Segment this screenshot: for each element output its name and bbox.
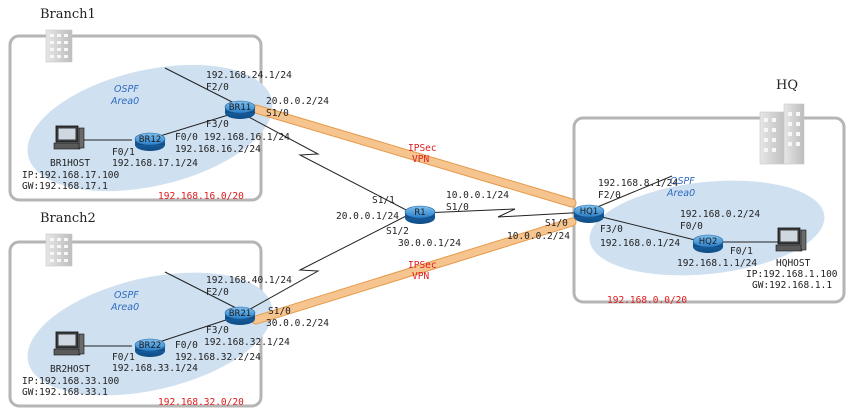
br21-f30-ip: 192.168.32.1/24: [204, 337, 290, 348]
br12-f00-if: F0/0: [175, 132, 198, 143]
br11-f20-if: F2/0: [206, 82, 229, 93]
ipsec-tunnel-branch1-hq-fill: [252, 105, 576, 207]
router-r1-label: R1: [414, 208, 425, 218]
link-br21-f20: [164, 271, 241, 311]
hq1-s10-if: S1/0: [545, 218, 568, 229]
hq-title: HQ: [776, 78, 798, 93]
hqhost-name: HQHOST: [776, 258, 811, 269]
hq1-f30-ip: 192.168.0.1/24: [600, 238, 680, 249]
br21-f20-if: F2/0: [206, 287, 229, 298]
ipsec-tunnel-branch2-hq-fill: [252, 218, 576, 324]
vpn-upper-label-1: IPSec: [408, 143, 437, 154]
serial-link-r1-hq1: [421, 208, 590, 218]
link-hq1-f20: [594, 175, 673, 209]
br21-s10-ip: 30.0.0.2/24: [266, 318, 329, 329]
link-br21-br22: [146, 315, 239, 347]
br2host-ip: IP:192.168.33.100: [22, 376, 120, 387]
branch2-network: 192.168.32.0/20: [158, 397, 244, 408]
vpn-lower-label-1: IPSec: [408, 260, 437, 271]
br2host-name: BR2HOST: [50, 364, 90, 375]
branch2-ospf-area: [27, 272, 273, 396]
router-br11-label: BR11: [229, 103, 252, 113]
hq1-f20-ip: 192.168.8.1/24: [598, 178, 678, 189]
vpn-upper-label-2: VPN: [412, 154, 429, 165]
br2host-pc-icon[interactable]: [53, 331, 85, 356]
br1host-gw: GW:192.168.17.1: [22, 181, 108, 192]
r1-s10-if: S1/0: [446, 202, 469, 213]
br1host-name: BR1HOST: [50, 158, 90, 169]
router-br21[interactable]: BR21: [224, 306, 256, 326]
link-br11-f20: [164, 67, 241, 107]
r1-s10-ip: 10.0.0.1/24: [446, 190, 509, 201]
hq-ospf-label: OSPF: [670, 176, 695, 187]
branch1-title: Branch1: [40, 7, 96, 22]
router-br11[interactable]: BR11: [224, 100, 256, 120]
branch2-ospf-label: OSPF: [114, 290, 139, 301]
router-br22-label: BR22: [139, 341, 162, 351]
r1-s11-if: S1/1: [372, 195, 395, 206]
hq-building-icon: [759, 103, 805, 165]
hq1-f30-if: F3/0: [600, 224, 623, 235]
br12-f01-ip: 192.168.17.1/24: [112, 158, 198, 169]
link-hq1-hq2: [597, 215, 696, 241]
r1-s12-ip: 30.0.0.1/24: [398, 238, 461, 249]
hq1-f20-if: F2/0: [598, 190, 621, 201]
branch2-building-icon: [45, 233, 73, 267]
hq2-f01-ip: 192.168.1.1/24: [677, 258, 757, 269]
br11-f30-if: F3/0: [206, 119, 229, 130]
br11-f20-ip: 192.168.24.1/24: [206, 70, 292, 81]
router-br12[interactable]: BR12: [134, 132, 166, 152]
br22-f00-ip: 192.168.32.2/24: [175, 352, 261, 363]
br11-s10-ip: 20.0.0.2/24: [266, 96, 329, 107]
br22-f01-if: F0/1: [112, 352, 135, 363]
br11-s10-if: S1/0: [266, 108, 289, 119]
hq2-f00-ip: 192.168.0.2/24: [680, 209, 760, 220]
br12-f00-ip: 192.168.16.2/24: [175, 144, 261, 155]
br21-f30-if: F3/0: [206, 325, 229, 336]
br22-f00-if: F0/0: [175, 340, 198, 351]
router-br21-label: BR21: [229, 309, 252, 319]
hqhost-pc-icon[interactable]: [775, 227, 807, 252]
hq-network: 192.168.0.0/20: [607, 295, 687, 306]
router-r1[interactable]: R1: [404, 205, 436, 225]
router-br22[interactable]: BR22: [134, 338, 166, 358]
br21-s10-if: S1/0: [268, 306, 291, 317]
br2host-gw: GW:192.168.33.1: [22, 387, 108, 398]
branch2-title: Branch2: [40, 211, 96, 226]
router-hq1[interactable]: HQ1: [573, 204, 605, 224]
serial-link-br21-r1: [244, 212, 413, 313]
branch1-ospf-area: [27, 64, 273, 192]
vpn-lower-label-2: VPN: [412, 271, 429, 282]
r1-s11-ip: 20.0.0.1/24: [336, 211, 399, 222]
router-br12-label: BR12: [139, 135, 162, 145]
br12-f01-if: F0/1: [112, 147, 135, 158]
br22-f01-ip: 192.168.33.1/24: [112, 363, 198, 374]
br21-f20-ip: 192.168.40.1/24: [206, 275, 292, 286]
branch1-ospf-label: OSPF: [114, 84, 139, 95]
router-hq2[interactable]: HQ2: [692, 234, 724, 254]
hqhost-ip: IP:192.168.1.100: [746, 269, 838, 280]
br1host-ip: IP:192.168.17.100: [22, 170, 120, 181]
br11-f30-ip: 192.168.16.1/24: [204, 132, 290, 143]
r1-s12-if: S1/2: [386, 226, 409, 237]
hqhost-gw: GW:192.168.1.1: [752, 280, 832, 291]
branch2-area-label: Area0: [110, 302, 139, 313]
hq-area-label: Area0: [666, 188, 695, 199]
branch1-building-icon: [45, 29, 73, 63]
router-hq1-label: HQ1: [580, 207, 599, 217]
hq2-f01-if: F0/1: [730, 246, 753, 257]
br1host-pc-icon[interactable]: [53, 125, 85, 150]
branch1-area-label: Area0: [110, 96, 139, 107]
serial-link-br11-r1: [244, 114, 413, 214]
hq1-s10-ip: 10.0.0.2/24: [507, 231, 570, 242]
branch1-network: 192.168.16.0/20: [158, 191, 244, 202]
hq2-f00-if: F0/0: [680, 221, 703, 232]
hq-ospf-area: [589, 180, 825, 276]
router-hq2-label: HQ2: [699, 237, 718, 247]
